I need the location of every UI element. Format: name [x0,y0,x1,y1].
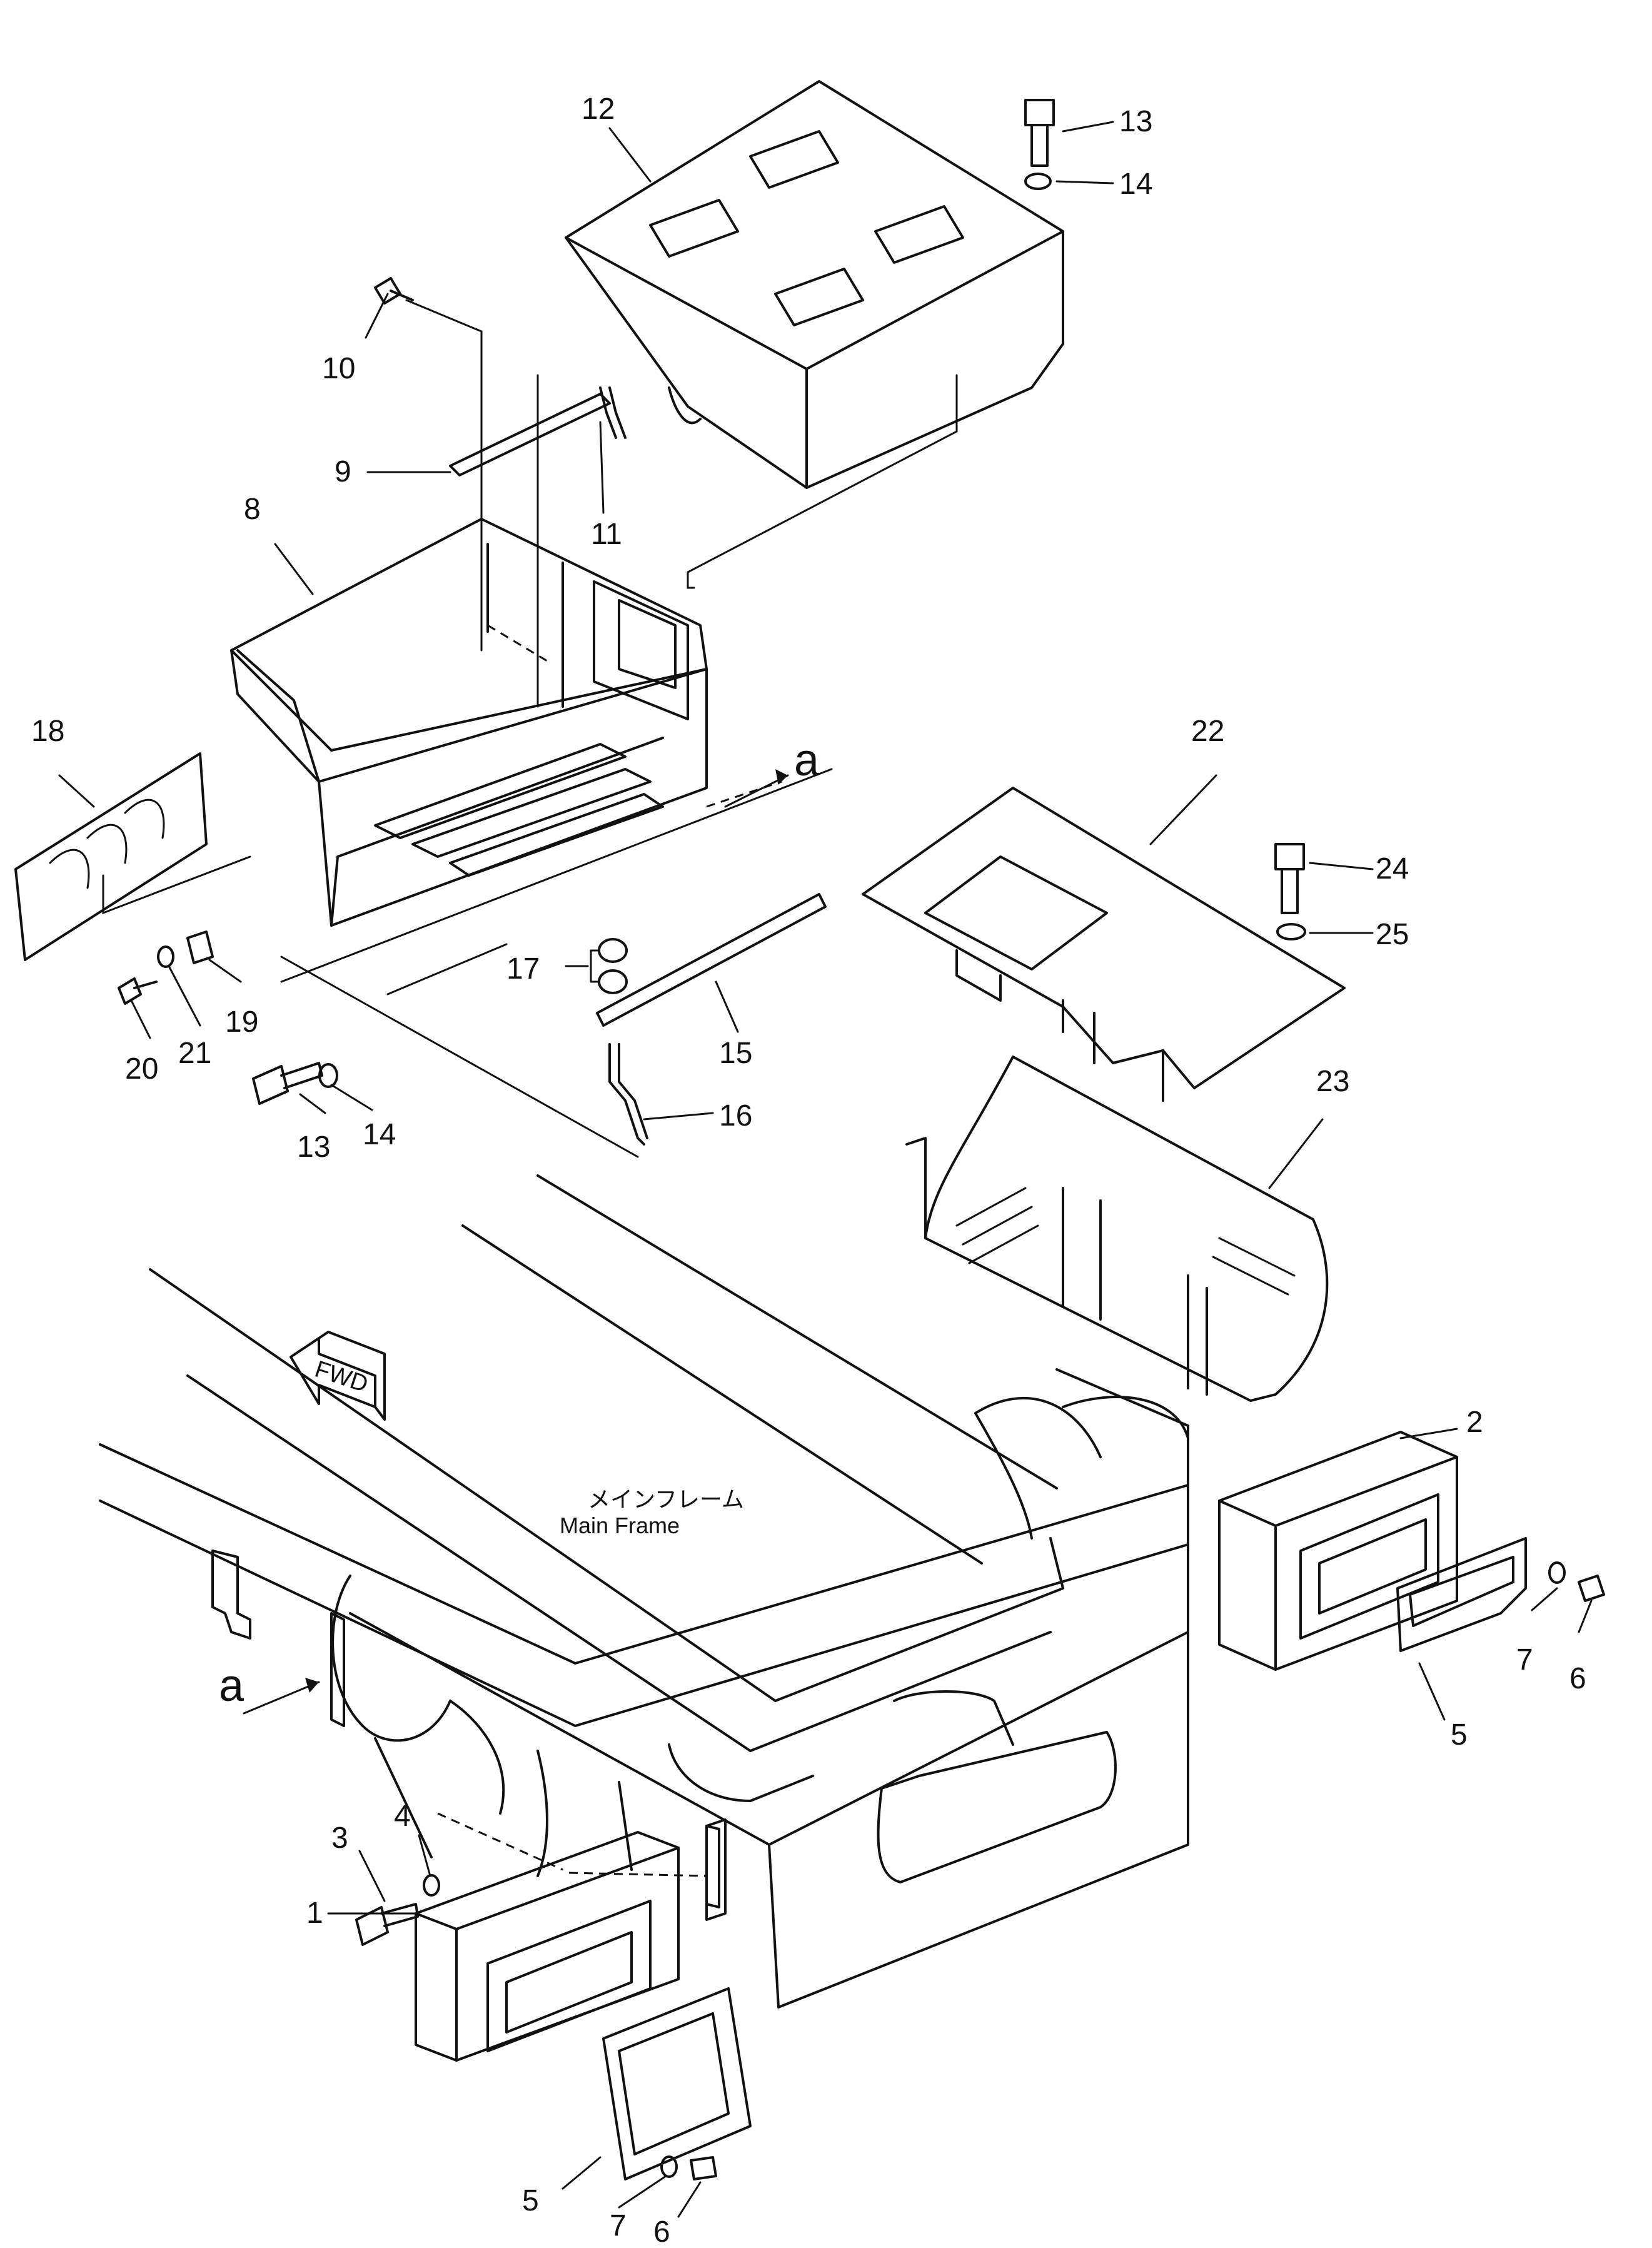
view-marker-a-lower: a [219,1661,244,1711]
part-13-bolt-top [1024,99,1055,167]
part-9-rod [449,393,611,476]
part-6-bolt-right [1578,1575,1605,1602]
callout-25: 25 [1376,918,1409,951]
main-frame-label-jp: メインフレーム [588,1486,744,1512]
part-23-guard [905,1056,1329,1402]
part-15-strap [596,893,827,1027]
callout-20: 20 [125,1052,158,1086]
callout-9: 9 [335,455,351,488]
callout-11: 11 [591,518,622,551]
part-6-bolt-lower [690,2156,717,2180]
callout-13-top: 13 [1119,105,1152,138]
callout-17: 17 [506,952,540,985]
part-10-bolt [374,277,414,305]
part-1-brackets [568,1818,727,1921]
leader-lines [58,121,1593,2218]
view-arrow-a-lower-icon [243,1678,320,1715]
callout-6-lower: 6 [653,2215,670,2248]
callout-5-lower: 5 [522,2184,539,2217]
part-14-washer-left [318,1063,338,1088]
callout-12: 12 [582,93,615,126]
fwd-arrow-icon [290,1331,386,1421]
callout-24: 24 [1376,852,1409,885]
callout-1: 1 [306,1897,323,1930]
callout-19: 19 [225,1006,258,1039]
callout-4: 4 [394,1800,411,1833]
part-13-bolt-left [252,1062,323,1105]
part-2-cover [1218,1431,1458,1671]
callout-14-top: 14 [1119,168,1152,201]
part-22-plate [862,787,1346,1102]
callout-7-right: 7 [1516,1643,1533,1676]
callout-13-left: 13 [297,1131,330,1164]
view-marker-a-upper: a [794,735,820,785]
main-frame [99,1174,1189,2009]
part-25-washer [1276,923,1306,940]
part-7-washer-lower [660,2155,678,2178]
part-24-bolt [1274,843,1305,914]
part-1-cover [415,1831,680,2062]
part-5-plate-lower [602,1987,752,2180]
view-arrow-a-upper-icon [724,769,789,808]
assembly-guide-lines [102,299,958,1871]
part-7-washer-right [1548,1561,1566,1584]
part-19-clip [186,930,214,964]
callout-18: 18 [31,715,64,748]
main-frame-label-en: Main Frame [560,1513,680,1538]
part-11-pin [599,386,627,439]
part-20-screw [118,977,158,1005]
callout-6-right: 6 [1569,1662,1586,1695]
part-18-mat [14,752,208,961]
callout-2: 2 [1466,1406,1483,1439]
callout-22: 22 [1191,715,1224,748]
part-16-rod [608,1043,648,1146]
part-14-washer-top [1024,173,1052,190]
callout-10: 10 [322,352,355,385]
callout-3: 3 [331,1822,348,1855]
part-12-lid [565,80,1064,489]
part-17-nuts [598,938,628,994]
part-21-washer [157,945,174,968]
callout-16: 16 [719,1099,752,1132]
callout-21: 21 [178,1037,211,1070]
part-4-washer [423,1874,440,1897]
callout-14-left: 14 [363,1118,396,1151]
callout-15: 15 [719,1037,752,1070]
part-5-plate-right [1396,1537,1527,1652]
part-8-box [230,518,708,927]
callout-5-right: 5 [1451,1718,1468,1752]
callout-8: 8 [244,493,261,526]
callout-7-lower: 7 [610,2209,627,2242]
part-3-bolt [355,1903,419,1946]
callout-23: 23 [1316,1065,1349,1098]
